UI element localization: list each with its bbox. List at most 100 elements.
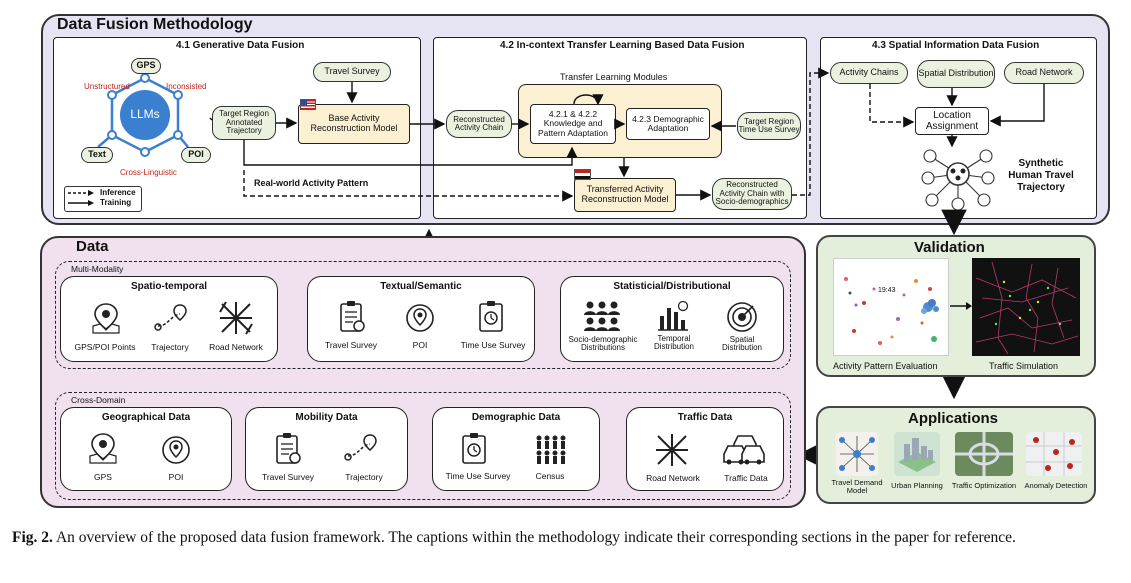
traffic-road-network-label: Road Network: [646, 473, 700, 483]
traffic-title: Traffic Data: [677, 412, 733, 423]
urban-planning-thumb: [894, 432, 940, 476]
poi-label: POI: [412, 340, 428, 350]
road-network-icon: [219, 301, 253, 335]
time-use-survey-icon: [479, 301, 503, 332]
travel-survey-label: Travel Survey: [324, 340, 378, 350]
spatio-temporal-title: Spatio-temporal: [130, 281, 208, 292]
legend-training: Training: [100, 198, 132, 207]
traffic-optimization-label: Traffic Optimization: [951, 481, 1017, 490]
temporal-distribution-label: Temporal Distribution: [653, 334, 694, 352]
llm-node-poi: POI: [181, 147, 211, 163]
textual-title: Textual/Semantic: [380, 281, 462, 292]
legend-box: [64, 186, 142, 212]
synthetic-trajectory-icon: [920, 148, 996, 212]
label-inconsisted: Inconsisted: [166, 82, 207, 91]
statistical-title: Statisticial/Distributional: [613, 281, 731, 292]
traffic-data-label: Traffic Data: [724, 473, 768, 483]
demographic-title: Demographic Data: [471, 412, 561, 423]
road-network-node: Road Network: [1004, 62, 1084, 84]
urban-planning-label: Urban Planning: [891, 481, 943, 490]
temporal-distribution-icon: [658, 300, 689, 331]
generative-title: 4.1 Generative Data Fusion: [176, 40, 305, 51]
travel-survey-node: Travel Survey: [313, 62, 391, 82]
demo-time-use-icon: [462, 433, 486, 464]
legend-arrows: [68, 190, 94, 206]
traffic-optimization-thumb: [955, 432, 1013, 476]
travel-demand-label: Travel Demand Model: [831, 478, 883, 495]
road-network-label: Road Network: [209, 342, 263, 352]
mobility-title: Mobility Data: [295, 412, 358, 423]
socio-demographic-label: Socio-demographic Distributions: [568, 335, 638, 353]
caption-text: An overview of the proposed data fusion …: [55, 529, 1016, 546]
anomaly-detection-label: Anomaly Detection: [1024, 481, 1088, 490]
target-region-node: Target Region Annotated Trajectory: [212, 106, 276, 140]
knowledge-node: 4.2.1 & 4.2.2 Knowledge and Pattern Adap…: [530, 104, 616, 144]
geo-poi-icon: [162, 436, 190, 464]
trajectory-label: Trajectory: [151, 342, 189, 352]
applications-title: Applications: [908, 410, 999, 427]
label-cross-linguistic: Cross-Linguistic: [120, 168, 177, 177]
spatial-distribution-label: Spatial Distribution: [721, 335, 762, 353]
trajectory-icon: [154, 304, 187, 331]
census-label: Census: [535, 471, 565, 481]
demographic-panel: Demographic Data: [432, 407, 600, 491]
gps-pin-icon: [92, 303, 120, 334]
geo-gps-label: GPS: [94, 472, 112, 482]
traffic-data-icon: [723, 435, 765, 465]
demo-time-use-label: Time Use Survey: [445, 471, 511, 481]
multi-modality-label: Multi-Modality: [71, 264, 124, 274]
mobility-panel: Mobility Data: [245, 407, 408, 491]
geo-poi-label: POI: [168, 472, 184, 482]
spatial-distribution-node: Spatial Distribution: [917, 60, 995, 88]
travel-demand-thumb: [836, 432, 878, 476]
cross-domain-box: [55, 392, 791, 500]
figure-caption: Fig. 2. An overview of the proposed data…: [12, 528, 1122, 549]
activity-pattern-plot: 19:43: [833, 258, 949, 356]
traffic-simulation-map: [972, 258, 1080, 356]
real-world-label: Real-world Activity Pattern: [254, 178, 369, 188]
us-flag-icon: [300, 99, 316, 110]
cross-domain-label: Cross-Domain: [71, 395, 126, 405]
census-icon: [536, 435, 566, 464]
mobility-survey-icon: [276, 433, 301, 464]
validation-arrow: [950, 302, 972, 310]
transferred-model-node: Transferred Activity Reconstruction Mode…: [574, 178, 676, 212]
label-unstructured: Unstructured: [84, 82, 130, 91]
modules-title: Transfer Learning Modules: [560, 72, 668, 82]
location-assignment-node: Location Assignment: [915, 107, 989, 135]
methodology-title: Data Fusion Methodology: [57, 16, 253, 33]
target-time-use-node: Target Region Time Use Survey: [737, 112, 801, 140]
llm-core: [120, 90, 170, 140]
activity-pattern-label: Activity Pattern Evaluation: [833, 361, 938, 371]
demographic-node: 4.2.3 Demographic Adaptation: [626, 108, 710, 140]
poi-icon: [406, 304, 434, 332]
mobility-survey-label: Travel Survey: [261, 472, 315, 482]
base-model-node: Base Activity Reconstruction Model: [298, 104, 410, 144]
llm-node-text: Text: [81, 147, 113, 163]
geographical-panel: Geographical Data: [60, 407, 232, 491]
time-use-survey-label: Time Use Survey: [460, 340, 526, 350]
gps-poi-points-label: GPS/POI Points: [74, 342, 136, 352]
chain-socio-node: Reconstructed Activity Chain with Socio-…: [712, 178, 792, 210]
statistical-panel: Statisticial/Distributional: [560, 276, 784, 362]
synthetic-label: Synthetic Human Travel Trajectory: [1008, 158, 1074, 193]
geo-gps-icon: [89, 433, 117, 464]
multi-modality-box: [55, 261, 791, 369]
validation-clock: 19:43: [878, 287, 896, 294]
data-title: Data: [76, 238, 109, 255]
socio-demographic-icon: [584, 301, 620, 331]
traffic-simulation-label: Traffic Simulation: [989, 361, 1059, 371]
llm-node-gps: GPS: [131, 58, 161, 74]
legend-inference: Inference: [100, 188, 136, 197]
travel-survey-icon: [340, 301, 365, 332]
anomaly-detection-thumb: [1026, 432, 1082, 476]
mobility-trajectory-icon: [344, 434, 377, 461]
llm-center-label: LLMs: [130, 107, 160, 121]
traffic-road-network-icon: [656, 434, 688, 466]
reconstructed-chain-node: Reconstructed Activity Chain: [446, 110, 512, 138]
spatial-distribution-icon: [727, 302, 757, 332]
geographical-title: Geographical Data: [101, 412, 191, 423]
transfer-title: 4.2 In-context Transfer Learning Based D…: [500, 40, 745, 51]
validation-title: Validation: [914, 239, 985, 256]
